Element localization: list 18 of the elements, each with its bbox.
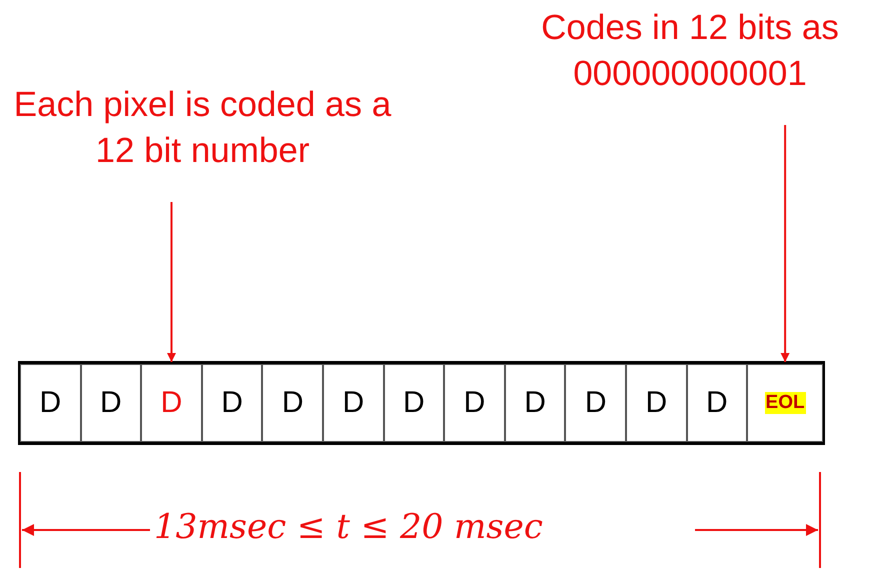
- pixel-cell: D: [384, 364, 444, 442]
- callout-text: Codes in 12 bits as 000000000001: [500, 5, 877, 105]
- eol-cell: [747, 364, 823, 442]
- pixel-cell: D: [565, 364, 626, 442]
- pixel-cell: D: [80, 364, 142, 442]
- pixel-cell: D: [262, 364, 323, 442]
- leader-arrow: [780, 125, 790, 362]
- callout-text: Each pixel is coded as a 12 bit number: [10, 82, 395, 182]
- highlighted-text: EOL: [764, 392, 806, 414]
- pixel-cell: D: [504, 364, 566, 442]
- leader-arrow: [167, 202, 176, 362]
- pixel-cell: D: [202, 364, 262, 442]
- pixel-cell: D: [444, 364, 505, 442]
- pixel-cell: D: [626, 364, 687, 442]
- pixel-cell: D: [686, 364, 748, 442]
- pixel-cell: D: [20, 364, 81, 442]
- pixel-cell: D: [141, 364, 202, 442]
- pixel-cell: D: [323, 364, 384, 442]
